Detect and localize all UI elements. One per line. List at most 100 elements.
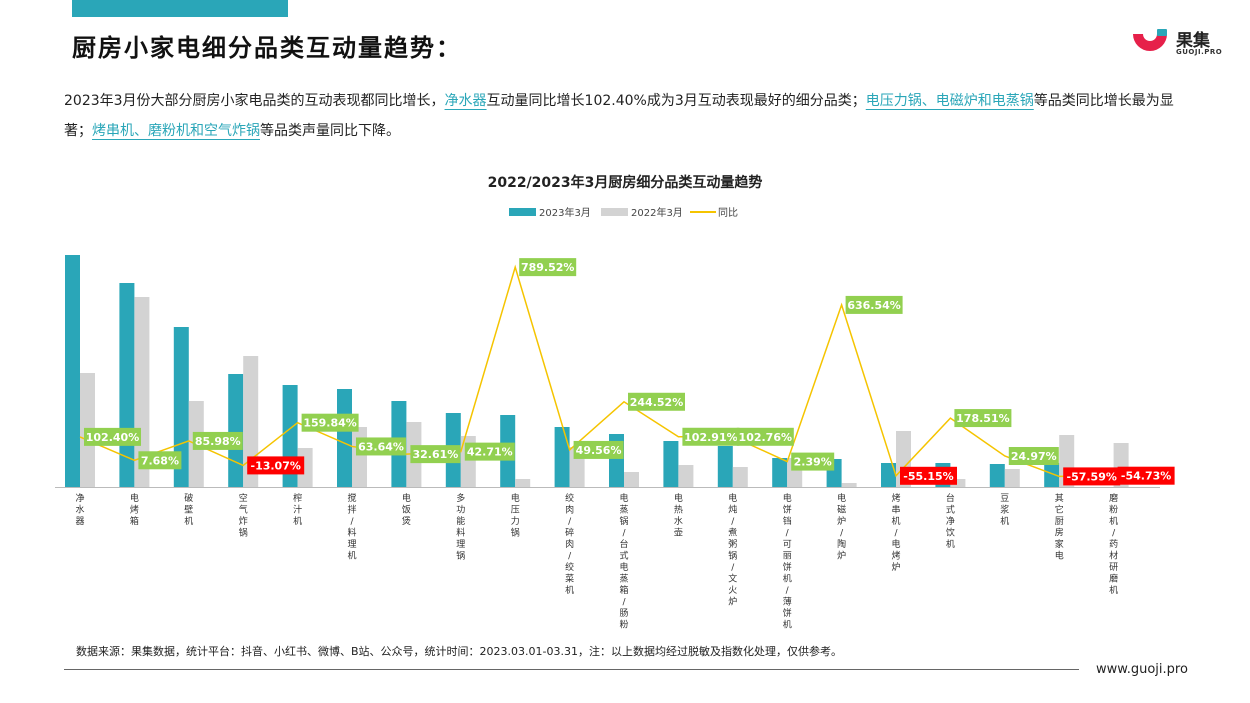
x-tick-label-char: 搅 (347, 492, 356, 504)
legend-label-2023: 2023年3月 (539, 206, 591, 219)
x-tick-label-char: 菜 (565, 573, 574, 585)
x-tick-label-char: 烤 (891, 550, 900, 562)
bar-2022 (352, 427, 367, 487)
x-tick-label-char: 电 (511, 492, 520, 504)
x-tick-label-char: 蒸 (619, 573, 628, 585)
x-tick-label-char: 火 (728, 585, 737, 596)
x-tick-label-char: 空 (239, 492, 248, 504)
x-tick-label-char: 炉 (728, 596, 737, 608)
x-tick-label-char: 电 (728, 492, 737, 504)
yoy-value-label: 178.51% (956, 412, 1009, 425)
yoy-value-label: -55.15% (903, 470, 953, 483)
footer-divider (64, 669, 1079, 670)
yoy-value-label: 32.61% (412, 448, 458, 461)
x-tick-label-char: 电 (402, 492, 411, 504)
x-tick-label-char: 料 (347, 527, 356, 539)
x-tick-label-char: 净 (75, 492, 84, 504)
x-tick-label-char: 壁 (184, 504, 193, 516)
x-tick-label-char: 能 (456, 515, 465, 527)
x-tick-label-char: 拌 (347, 504, 356, 516)
bar-2022 (841, 483, 857, 487)
x-tick-label-char: 壶 (674, 527, 683, 539)
x-tick-label-char: 机 (1109, 584, 1118, 596)
x-tick-label-char: 煲 (402, 515, 411, 527)
bar-2022 (950, 479, 966, 487)
yoy-label-box (900, 466, 957, 485)
yoy-label-box (410, 445, 461, 464)
bar-2023 (554, 427, 570, 487)
x-tick-label-char: 热 (674, 504, 683, 516)
yoy-value-label: 102.40% (86, 431, 139, 444)
x-tick-label-char: 炖 (728, 504, 737, 516)
website-link[interactable]: www.guoji.pro (1096, 662, 1188, 677)
page-title: 厨房小家电细分品类互动量趋势： (72, 34, 462, 62)
x-tick-label-char: 电 (619, 492, 628, 504)
bar-2022 (1004, 469, 1020, 487)
x-tick-label-char: 饮 (946, 527, 955, 539)
yoy-value-label: 63.64% (358, 440, 404, 453)
x-tick-label-char: 破 (184, 492, 193, 504)
x-tick-label-char: 绞 (565, 492, 574, 504)
x-tick-label-char: 机 (783, 619, 792, 631)
x-tick-label-char: 炉 (837, 515, 846, 527)
yoy-value-label: 49.56% (576, 444, 622, 457)
bar-2022 (624, 472, 639, 487)
yoy-label-box (138, 451, 182, 470)
x-tick-label-char: 电 (891, 538, 900, 550)
yoy-value-label: 7.68% (141, 454, 179, 467)
data-source-note: 数据来源：果集数据，统计平台：抖音、小红书、微博、B站、公众号，统计时间：202… (76, 645, 842, 658)
yoy-label-box (519, 258, 577, 277)
x-tick-label-char: / (731, 563, 735, 573)
x-tick-label-char: 电 (674, 492, 683, 504)
yoy-label-box (1117, 466, 1175, 485)
x-tick-label-char: 机 (184, 515, 193, 527)
bar-2023 (663, 441, 679, 487)
x-tick-label-char: 磨 (1109, 493, 1118, 504)
brand-domain: GUOJI.PRO (1176, 48, 1223, 56)
x-tick-label-char: 蒸 (619, 504, 628, 516)
x-tick-label-char: 电 (837, 492, 846, 504)
legend-label-2022: 2022年3月 (631, 206, 683, 219)
yoy-label-box (573, 440, 624, 459)
x-tick-label-char: 台 (946, 492, 955, 504)
x-tick-label-char: 煮 (728, 528, 737, 539)
x-tick-label-char: 器 (75, 516, 84, 527)
yoy-value-label: 102.76% (739, 431, 792, 444)
bar-2023 (228, 374, 244, 487)
bar-2022 (243, 356, 259, 487)
x-tick-label-char: 机 (565, 584, 574, 596)
x-tick-label-char: 绞 (565, 561, 574, 573)
yoy-label-box (736, 427, 794, 446)
yoy-label-box (1008, 447, 1059, 466)
x-tick-label-char: 炉 (891, 561, 900, 573)
x-tick-label-char: 机 (1000, 515, 1009, 527)
yoy-label-box (192, 431, 243, 450)
x-tick-label-char: 水 (75, 504, 84, 516)
x-tick-label-char: 文 (728, 573, 737, 585)
yoy-label-box (464, 442, 515, 461)
x-tick-label-char: 碎 (565, 527, 574, 539)
x-tick-label-char: 肉 (565, 504, 574, 516)
x-tick-label-char: / (894, 529, 898, 539)
x-tick-label-char: 式 (619, 550, 628, 562)
x-tick-label-char: / (786, 586, 790, 596)
yoy-label-box (845, 295, 903, 314)
bar-2023 (772, 458, 788, 487)
x-tick-label-char: 粉 (1109, 504, 1118, 516)
bar-2022 (732, 467, 748, 487)
x-tick-label-char: 饼 (783, 561, 792, 573)
yoy-value-label: 2.39% (794, 456, 832, 469)
yoy-label-box (628, 392, 685, 411)
yoy-value-label: 159.84% (303, 417, 356, 430)
x-tick-label-char: 粉 (619, 619, 628, 631)
yoy-value-label: -54.73% (1121, 470, 1171, 483)
x-tick-label-char: 汁 (293, 504, 302, 516)
yoy-value-label: 42.71% (467, 446, 513, 459)
x-tick-label-char: 厨 (1055, 516, 1064, 527)
x-tick-label-char: / (731, 517, 735, 527)
yoy-label-box (954, 409, 1012, 428)
x-tick-label-char: 锅 (728, 551, 737, 562)
x-tick-label-char: 串 (891, 505, 900, 516)
bar-2023 (337, 389, 352, 487)
